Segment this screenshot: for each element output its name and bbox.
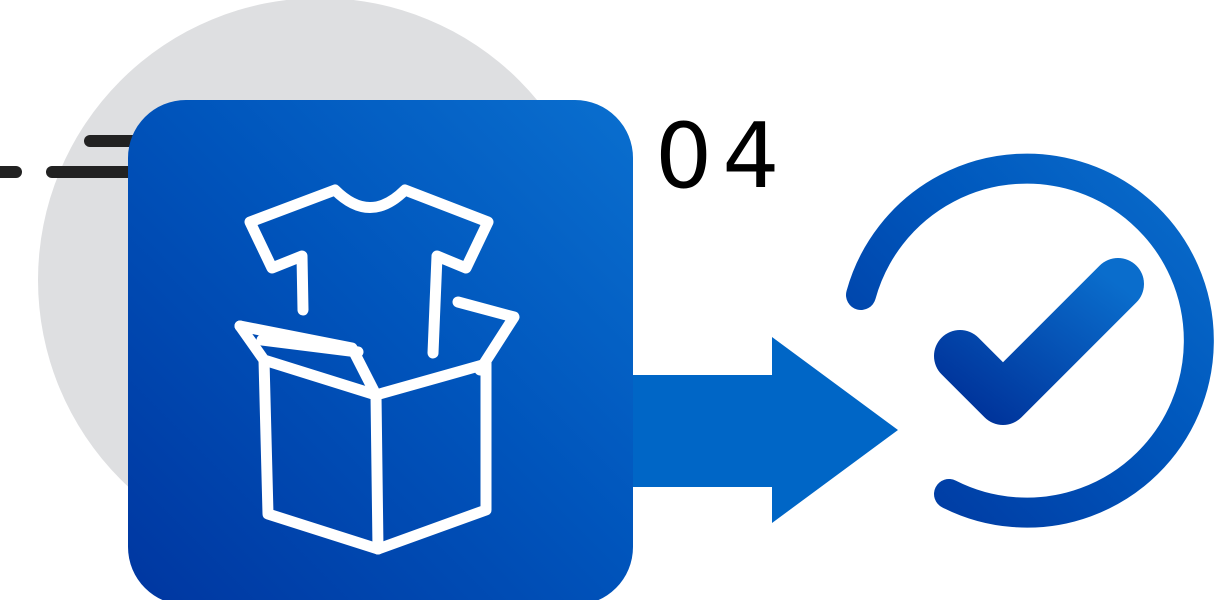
package-with-tshirt-icon [234, 184, 520, 555]
check-ring [846, 153, 1214, 528]
check-mark [934, 258, 1144, 425]
checkmark-circle-icon [846, 153, 1214, 528]
step-number: 04 [655, 104, 790, 209]
arrow-right-icon [600, 337, 898, 523]
